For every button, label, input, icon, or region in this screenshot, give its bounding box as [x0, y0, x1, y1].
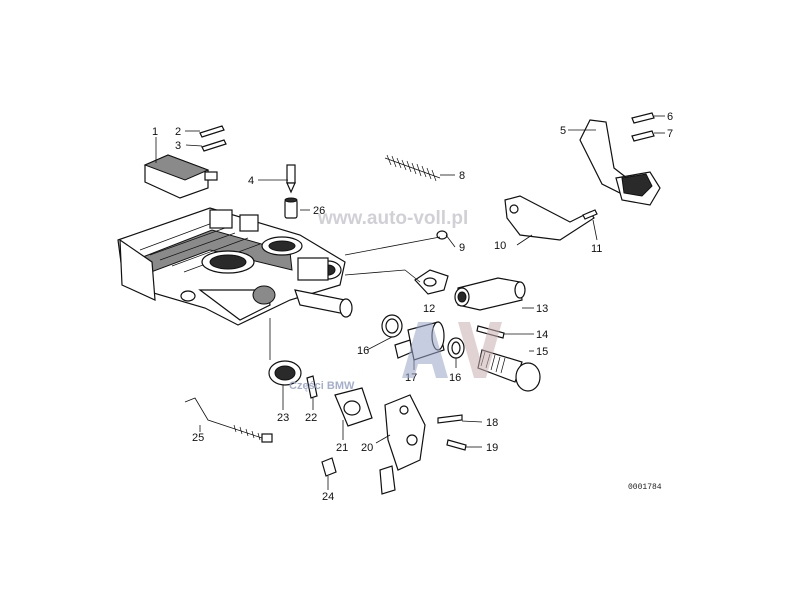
callout-14: 14: [536, 329, 548, 341]
part-1-float-housing: [143, 154, 218, 199]
part-2-pin: [199, 125, 225, 138]
av-logo: [402, 322, 502, 378]
carburetor-body: [117, 207, 346, 326]
callout-6: 6: [667, 111, 673, 123]
watermark: www.auto-voll.pl Części BMW: [289, 208, 502, 392]
callout-7: 7: [667, 128, 673, 140]
callout-21: 21: [336, 442, 348, 454]
watermark-url: www.auto-voll.pl: [317, 208, 468, 229]
part-7-screw: [631, 130, 655, 142]
callout-15: 15: [536, 346, 548, 358]
callout-2: 2: [175, 126, 181, 138]
part-24-clip: [321, 457, 337, 477]
callout-25: 25: [192, 432, 204, 444]
callout-9: 9: [459, 242, 465, 254]
part-4-needle-valve: [286, 164, 296, 194]
part-13-housing: [454, 277, 526, 311]
part-22-screw: [306, 375, 318, 399]
intake-pipe: [294, 289, 353, 318]
part-26-jet: [284, 197, 298, 219]
part-23-cover: [268, 360, 302, 386]
callout-12: 12: [423, 303, 435, 315]
part-10-lever-bracket: [504, 195, 595, 241]
part-21-diaphragm-cover: [334, 387, 373, 427]
part-18-screw: [437, 414, 463, 424]
part-16-seal-right: [447, 337, 465, 359]
part-20-linkage-plate: [379, 394, 426, 495]
part-9-nut: [436, 230, 448, 240]
part-25-cable: [184, 397, 273, 443]
part-8-spring: [384, 154, 441, 182]
callout-13: 13: [536, 303, 548, 315]
part-16-seal-left: [381, 314, 403, 338]
part-5-bracket: [579, 119, 661, 206]
callout-26: 26: [313, 205, 325, 217]
callout-18: 18: [486, 417, 498, 429]
callout-24: 24: [322, 491, 334, 503]
callout-11: 11: [591, 243, 602, 255]
part-11-screw: [582, 209, 598, 220]
callout-1: 1: [152, 126, 158, 138]
part-12-gasket: [414, 269, 449, 295]
callout-3: 3: [175, 140, 181, 152]
callout-23: 23: [277, 412, 289, 424]
part-19-screw: [446, 439, 467, 451]
callout-19: 19: [486, 442, 498, 454]
callout-16a: 16: [357, 345, 369, 357]
part-6-screw: [631, 112, 655, 124]
part-3-pin: [201, 139, 227, 152]
callout-8: 8: [459, 170, 465, 182]
callout-20: 20: [361, 442, 373, 454]
callout-10: 10: [494, 240, 506, 252]
callout-16b: 16: [449, 372, 461, 384]
reference-number: 0001784: [628, 483, 662, 492]
callout-22: 22: [305, 412, 317, 424]
callout-5: 5: [560, 125, 566, 137]
callout-4: 4: [248, 175, 254, 187]
watermark-caption: Części BMW: [289, 380, 355, 392]
